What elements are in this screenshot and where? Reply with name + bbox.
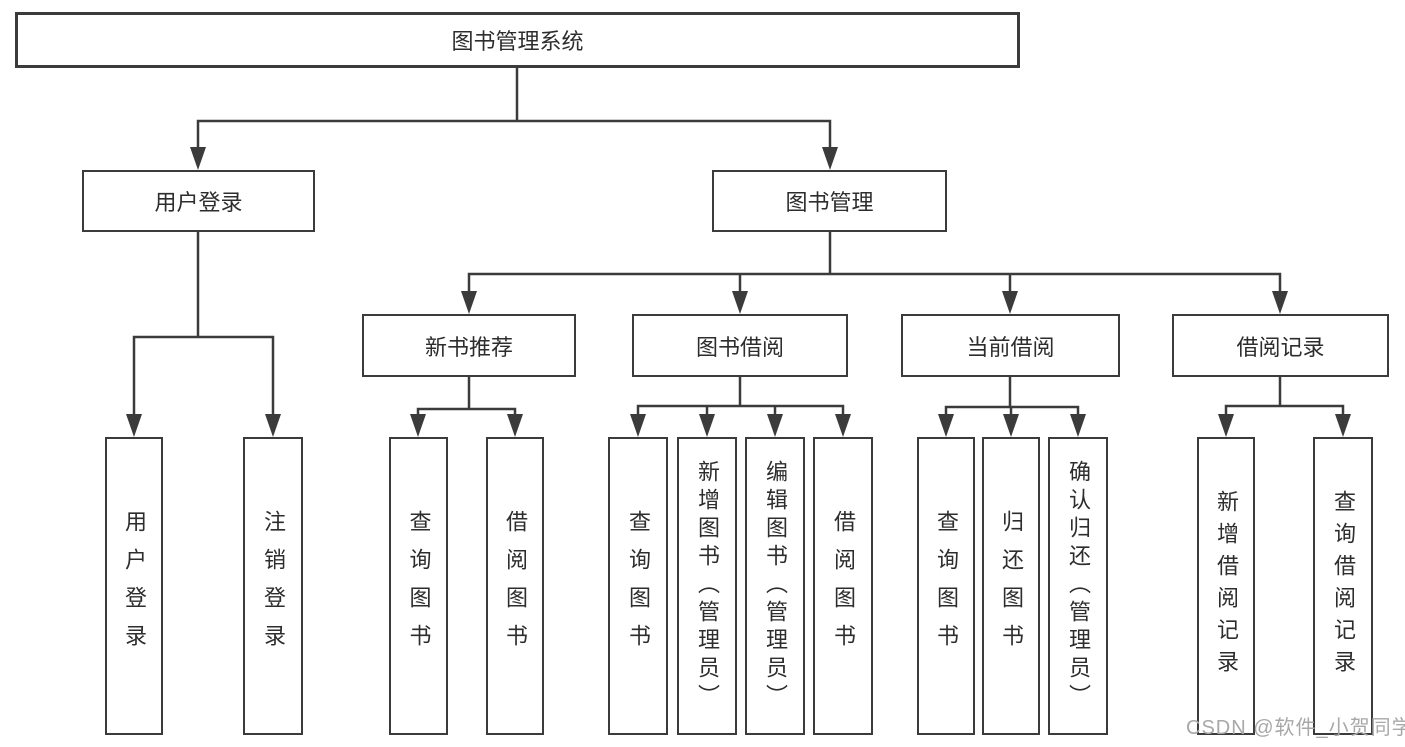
node-label: 借阅图书 xyxy=(503,510,528,662)
node-label: 注销登录 xyxy=(261,510,286,662)
node-label: 用户登录 xyxy=(154,190,243,215)
node-leaf-query-book-3: 查询图书 xyxy=(917,437,975,735)
node-leaf-edit-book-admin: 编辑图书（管理员） xyxy=(745,437,805,735)
node-label: 借阅图书 xyxy=(831,510,856,662)
node-leaf-borrow-book-2: 借阅图书 xyxy=(813,437,873,735)
node-label: 当前借阅 xyxy=(966,334,1055,360)
node-label: 查询借阅记录 xyxy=(1331,490,1356,682)
node-label: 查询图书 xyxy=(626,510,651,662)
node-label: 新增借阅记录 xyxy=(1214,490,1239,682)
node-leaf-return-book: 归还图书 xyxy=(982,437,1040,735)
node-book-borrow: 图书借阅 xyxy=(632,314,848,377)
connector-root-to-level2 xyxy=(196,66,832,152)
node-leaf-add-book-admin: 新增图书（管理员） xyxy=(677,437,737,735)
node-label: 查询图书 xyxy=(934,510,959,662)
arrow-down-icon xyxy=(126,414,142,437)
node-leaf-query-borrow-record: 查询借阅记录 xyxy=(1313,437,1373,735)
csdn-watermark: CSDN @软件_小贺同学 xyxy=(1186,717,1405,739)
node-label: 用户登录 xyxy=(122,510,147,662)
arrow-down-icon xyxy=(1003,414,1019,437)
arrow-down-icon xyxy=(767,414,783,437)
node-label: 查询图书 xyxy=(406,510,432,662)
connector-book-management-branch xyxy=(467,230,1282,296)
node-library-management-system: 图书管理系统 xyxy=(15,12,1020,68)
node-label: 编辑图书（管理员） xyxy=(763,460,788,712)
arrow-down-icon xyxy=(1272,291,1288,314)
node-label: 图书管理系统 xyxy=(451,29,584,54)
arrow-down-icon xyxy=(265,414,281,437)
node-label: 借阅记录 xyxy=(1236,334,1325,360)
arrow-down-icon xyxy=(938,414,954,437)
arrow-down-icon xyxy=(461,291,477,314)
node-label: 图书管理 xyxy=(785,190,874,215)
node-label: 新增图书（管理员） xyxy=(695,460,720,712)
node-label: 图书借阅 xyxy=(695,334,784,360)
connector-user-login-branch xyxy=(132,230,275,419)
node-borrow-record: 借阅记录 xyxy=(1172,314,1389,377)
node-new-book-recommend: 新书推荐 xyxy=(362,314,576,377)
node-leaf-logout: 注销登录 xyxy=(243,437,303,735)
connector-current-borrow-branch xyxy=(944,375,1080,420)
node-leaf-user-login: 用户登录 xyxy=(105,437,163,735)
connector-new-book-branch xyxy=(416,375,517,420)
node-current-borrow: 当前借阅 xyxy=(901,314,1120,377)
arrow-down-icon xyxy=(732,291,748,314)
arrow-down-icon xyxy=(1335,414,1351,437)
node-book-management: 图书管理 xyxy=(712,170,947,232)
node-leaf-confirm-return-admin: 确认归还（管理员） xyxy=(1048,437,1108,735)
connector-borrow-record-branch xyxy=(1224,375,1345,420)
arrow-down-icon xyxy=(630,414,646,437)
node-label: 确认归还（管理员） xyxy=(1066,460,1091,712)
node-user-login: 用户登录 xyxy=(82,170,315,232)
connector-book-borrow-branch xyxy=(636,375,845,420)
arrow-down-icon xyxy=(507,414,523,437)
node-leaf-borrow-book-1: 借阅图书 xyxy=(486,437,544,735)
arrow-down-icon xyxy=(699,414,715,437)
arrow-down-icon xyxy=(410,414,426,437)
node-leaf-query-book-1: 查询图书 xyxy=(389,437,448,735)
arrow-down-icon xyxy=(835,414,851,437)
arrow-down-icon xyxy=(190,147,206,170)
node-label: 新书推荐 xyxy=(424,334,513,360)
node-leaf-query-book-2: 查询图书 xyxy=(608,437,668,735)
arrow-down-icon xyxy=(1218,414,1234,437)
arrow-down-icon xyxy=(1002,291,1018,314)
arrow-down-icon xyxy=(822,147,838,170)
node-label: 归还图书 xyxy=(999,510,1024,662)
node-leaf-add-borrow-record: 新增借阅记录 xyxy=(1197,437,1255,735)
arrow-down-icon xyxy=(1070,414,1086,437)
